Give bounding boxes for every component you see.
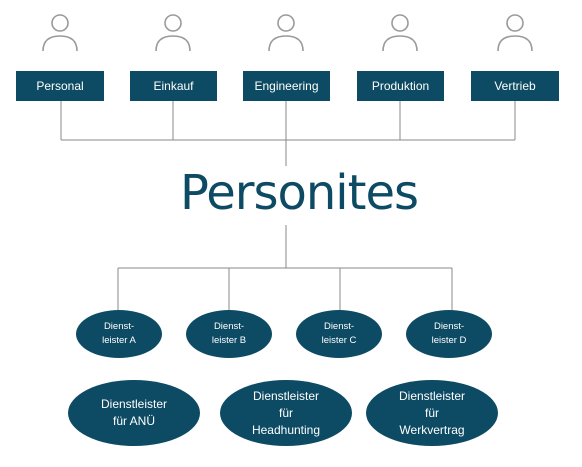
dept-personal: Personal xyxy=(16,71,104,101)
dienstleister-headhunting: Dienstleister für Headhunting xyxy=(220,380,352,446)
dienstleister-b: Dienst- leister B xyxy=(186,310,272,358)
dienstleister-a-label: Dienst- leister A xyxy=(102,321,136,346)
personites-logo: Personites xyxy=(180,165,419,221)
dienstleister-anue-label: Dienstleister für ANÜ xyxy=(100,397,168,428)
person-icon xyxy=(155,14,191,52)
dienstleister-c: Dienst- leister C xyxy=(296,310,382,358)
person-icon xyxy=(497,14,533,52)
dept-produktion: Produktion xyxy=(357,71,444,101)
dept-vertrieb: Vertrieb xyxy=(471,71,559,101)
dept-engineering: Engineering xyxy=(243,71,330,101)
person-icon xyxy=(42,14,78,52)
dienstleister-d: Dienst- leister D xyxy=(406,310,492,358)
dienstleister-anue: Dienstleister für ANÜ xyxy=(68,380,200,446)
dienstleister-headhunting-label: Dienstleister für Headhunting xyxy=(251,388,321,437)
dienstleister-d-label: Dienst- leister D xyxy=(431,321,467,346)
dienstleister-werkvertrag: Dienstleister für Werkvertrag xyxy=(366,380,498,446)
dienstleister-werkvertrag-label: Dienstleister für Werkvertrag xyxy=(398,388,466,437)
person-icon xyxy=(382,14,418,52)
dienstleister-c-label: Dienst- leister C xyxy=(321,321,357,346)
dienstleister-a: Dienst- leister A xyxy=(76,310,162,358)
dienstleister-b-label: Dienst- leister B xyxy=(211,321,247,346)
person-icon xyxy=(268,14,304,52)
dept-einkauf: Einkauf xyxy=(130,71,217,101)
